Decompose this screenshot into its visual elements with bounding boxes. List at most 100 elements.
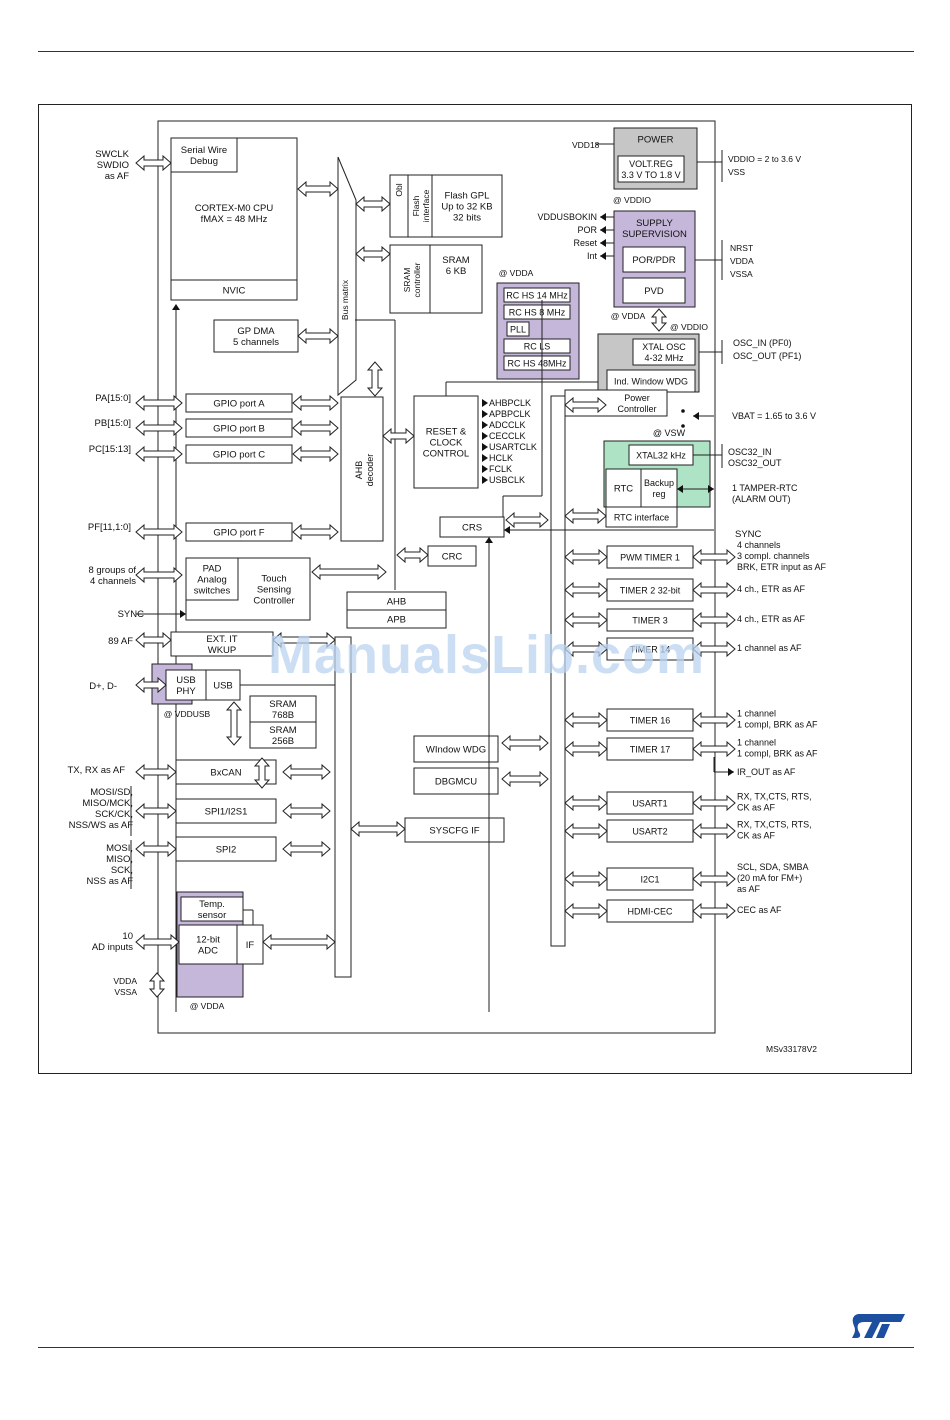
- periph-7-pins: RX, TX,CTS, RTS,CK as AF: [737, 820, 812, 841]
- obl-label: Obl: [394, 183, 404, 196]
- flash-if-block: [407, 174, 433, 238]
- clock-5: HCLK: [489, 453, 513, 463]
- osc-4: [503, 355, 571, 371]
- vsw-label: @ VSW: [653, 428, 686, 438]
- usb-block: [205, 669, 241, 701]
- rtc-if-block: [605, 506, 678, 528]
- periph-0-bus-arrow: [564, 548, 608, 566]
- periph-9-bus-arrow: [564, 902, 608, 920]
- periph-5-pin-arrow: [692, 740, 736, 758]
- osc-2-label: PLL: [510, 325, 526, 335]
- osc-4-label: RC HS 48MHz: [507, 359, 567, 369]
- decoder-rcc-arrow: [382, 427, 415, 445]
- xtal-block: [632, 338, 696, 366]
- gpio-b-bus-arrow: [292, 419, 339, 437]
- periph-8-label: I2C1: [640, 875, 659, 885]
- bxcan-bus-arrow: [282, 763, 331, 781]
- arrow-head: [693, 412, 699, 420]
- clock-arrow-5: [482, 454, 488, 462]
- periph-3-pin-arrow: [692, 640, 736, 658]
- spi1-bus-arrow: [282, 802, 331, 820]
- switch-dot: [681, 409, 685, 413]
- gpio-a-pin-arrow: [135, 394, 183, 412]
- osc-0-label: RC HS 14 MHz: [506, 291, 568, 301]
- bxcan-pin-arrow: [135, 763, 177, 781]
- supply-left-0: VDDUSBOKIN: [537, 212, 597, 222]
- sync-right-label: SYNC: [735, 529, 762, 540]
- flash-arrow: [355, 195, 391, 213]
- periph-4-bus-arrow: [564, 711, 608, 729]
- spi1-pins: MOSI/SD,MISO/MCK,SCK/CK,NSS/WS as AF: [69, 787, 134, 831]
- bus-matrix-label: Bus matrix: [340, 279, 350, 320]
- clock-arrow-1: [482, 410, 488, 418]
- periph-8-bus-arrow: [564, 870, 608, 888]
- periph-1-bus-arrow: [564, 581, 608, 599]
- arrow-head: [485, 537, 493, 543]
- clock-3: CECCLK: [489, 431, 526, 441]
- clock-7: USBCLK: [489, 475, 525, 485]
- supply-left-3: Int: [587, 251, 598, 261]
- apb-bus: [334, 636, 352, 978]
- gpio-f-pins: PF[11,1:0]: [88, 522, 131, 533]
- periph-8-pin-arrow: [692, 870, 736, 888]
- bxcan-label: BxCAN: [210, 768, 241, 779]
- arrow-head: [600, 252, 606, 260]
- osc-pins: OSC_IN (PF0)OSC_OUT (PF1): [733, 338, 801, 361]
- backup-block: [640, 468, 678, 508]
- crc-arrow: [396, 546, 429, 564]
- periph-0-pin-arrow: [692, 548, 736, 566]
- can-arrow: [253, 757, 271, 789]
- vdda-arrow: [148, 972, 166, 998]
- dbg-arrow: [501, 770, 549, 788]
- periph-1-pins: 4 ch., ETR as AF: [737, 584, 806, 594]
- gpio-f-bus-arrow: [292, 523, 339, 541]
- periph-6-bus-arrow: [564, 794, 608, 812]
- vssa-left: VSSA: [114, 987, 137, 997]
- ahb-decoder-label: AHBdecoder: [354, 454, 375, 487]
- vdd18-label: VDD18: [572, 140, 600, 150]
- vdda-left: VDDA: [113, 976, 137, 986]
- voltreg-block: [617, 155, 685, 183]
- arrow-head: [600, 226, 606, 234]
- periph-7-label: USART2: [632, 827, 667, 837]
- supply-vdda-label: @ VDDA: [611, 311, 646, 321]
- clock-6: FCLK: [489, 464, 512, 474]
- periph-7-pin-arrow: [692, 822, 736, 840]
- nvic-block: [170, 279, 298, 301]
- adc-if-block: [236, 924, 264, 965]
- vbat-label: VBAT = 1.65 to 3.6 V: [732, 411, 816, 421]
- pvd-block: [622, 277, 686, 304]
- por-block: [622, 246, 686, 273]
- osc-1-label: RC HS 8 MHz: [509, 308, 566, 318]
- gpio-a-label: GPIO port A: [213, 399, 265, 410]
- clock-arrow-4: [482, 443, 488, 451]
- gpio-b-pin-arrow: [135, 419, 183, 437]
- spi2-bus-arrow: [282, 840, 331, 858]
- gpio-a-pins: PA[15:0]: [95, 393, 131, 404]
- periph-4-label: TIMER 16: [630, 716, 671, 726]
- gpio-c-pin-arrow: [135, 445, 183, 463]
- usb-pin-arrow: [135, 676, 167, 694]
- gpio-port-b: [185, 418, 293, 438]
- xtal32-label: XTAL32 kHz: [636, 451, 686, 461]
- osc-3: [503, 338, 571, 354]
- clock-arrow-7: [482, 476, 488, 484]
- nvic-label: NVIC: [223, 286, 246, 297]
- switch-dot: [681, 424, 685, 428]
- rc-supply-label: @ VDDA: [499, 268, 534, 278]
- clock-0: AHBPCLK: [489, 398, 531, 408]
- rtc-label: RTC: [614, 484, 633, 495]
- rtc-if-label: RTC interface: [614, 513, 669, 523]
- gpio-c-label: GPIO port C: [213, 450, 265, 461]
- periph-6-pins: RX, TX,CTS, RTS,CK as AF: [737, 792, 812, 813]
